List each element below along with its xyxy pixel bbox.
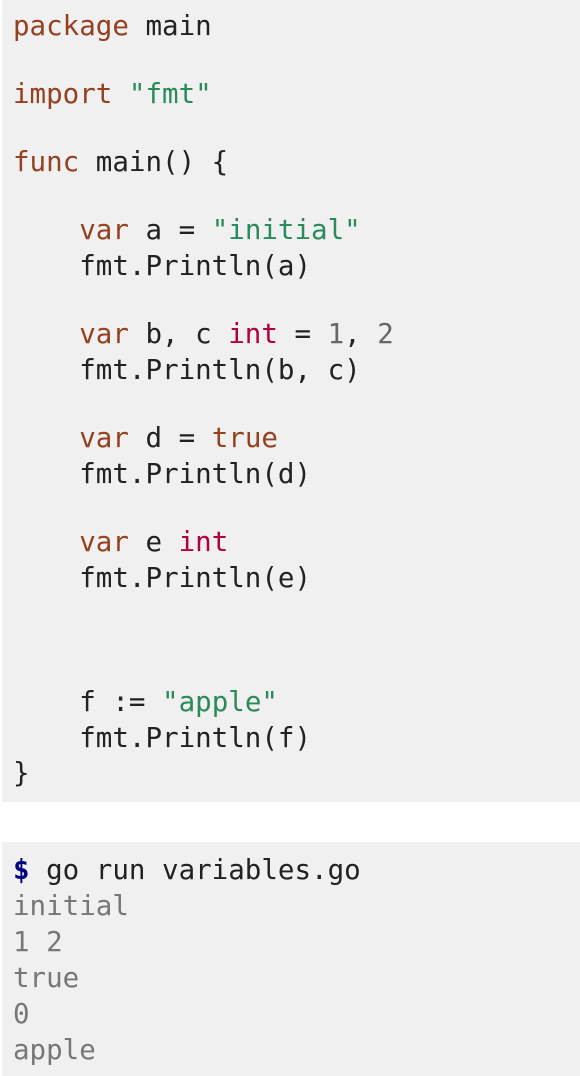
var-bc-declaration: b, c — [128, 318, 229, 350]
int-type: int — [178, 526, 229, 558]
var-f-declaration: f := — [79, 686, 163, 718]
code-line-var-a: var a = "initial" — [13, 212, 361, 248]
terminal-command-line: $ go run variables.go — [13, 852, 361, 888]
code-line-var-bc: var b, c int = 1, 2 — [13, 316, 394, 352]
output-line: 0 — [13, 998, 30, 1030]
import-keyword: import — [13, 78, 113, 110]
func-keyword: func — [13, 146, 80, 178]
var-b-value: 1 — [327, 318, 345, 350]
output-line: true — [13, 962, 80, 994]
output-line: initial — [13, 890, 129, 922]
var-d-declaration: d = — [128, 422, 212, 454]
code-line-import: import "fmt" — [13, 76, 212, 112]
shell-prompt: $ — [13, 854, 30, 886]
import-path: "fmt" — [128, 78, 212, 110]
code-line-print-e: fmt.Println(e) — [13, 560, 311, 596]
close-brace: } — [13, 757, 30, 789]
code-line-close-brace: } — [13, 755, 30, 791]
var-keyword: var — [79, 526, 129, 558]
code-block: package main import "fmt" func main() { … — [2, 0, 580, 802]
print-a-statement: fmt.Println(a) — [79, 250, 312, 282]
terminal-output-block: $ go run variables.go initial 1 2 true 0… — [2, 842, 580, 1076]
var-keyword: var — [79, 214, 129, 246]
int-type: int — [228, 318, 278, 350]
code-line-print-d: fmt.Println(d) — [13, 456, 311, 492]
var-a-value: "initial" — [211, 214, 361, 246]
shell-command: go run variables.go — [29, 854, 361, 886]
var-bc-assign: = — [277, 318, 328, 350]
output-line: apple — [13, 1034, 96, 1066]
print-e-statement: fmt.Println(e) — [79, 562, 312, 594]
print-bc-statement: fmt.Println(b, c) — [79, 354, 361, 386]
var-a-declaration: a = — [128, 214, 212, 246]
func-signature: main() { — [79, 146, 229, 178]
print-f-statement: fmt.Println(f) — [79, 722, 312, 754]
code-line-print-f: fmt.Println(f) — [13, 720, 311, 756]
var-d-value: true — [211, 422, 278, 454]
var-f-value: "apple" — [162, 686, 278, 718]
var-keyword: var — [79, 318, 129, 350]
var-keyword: var — [79, 422, 129, 454]
code-line-package: package main — [13, 8, 212, 44]
var-bc-comma: , — [344, 318, 378, 350]
code-line-func: func main() { — [13, 144, 228, 180]
output-line: 1 2 — [13, 926, 63, 958]
code-line-var-d: var d = true — [13, 420, 278, 456]
code-line-f: f := "apple" — [13, 684, 278, 720]
var-c-value: 2 — [377, 318, 394, 350]
code-line-var-e: var e int — [13, 524, 228, 560]
package-keyword: package — [13, 10, 129, 42]
code-line-print-bc: fmt.Println(b, c) — [13, 352, 361, 388]
package-name: main — [128, 10, 212, 42]
code-line-print-a: fmt.Println(a) — [13, 248, 311, 284]
print-d-statement: fmt.Println(d) — [79, 458, 312, 490]
var-e-declaration: e — [128, 526, 179, 558]
